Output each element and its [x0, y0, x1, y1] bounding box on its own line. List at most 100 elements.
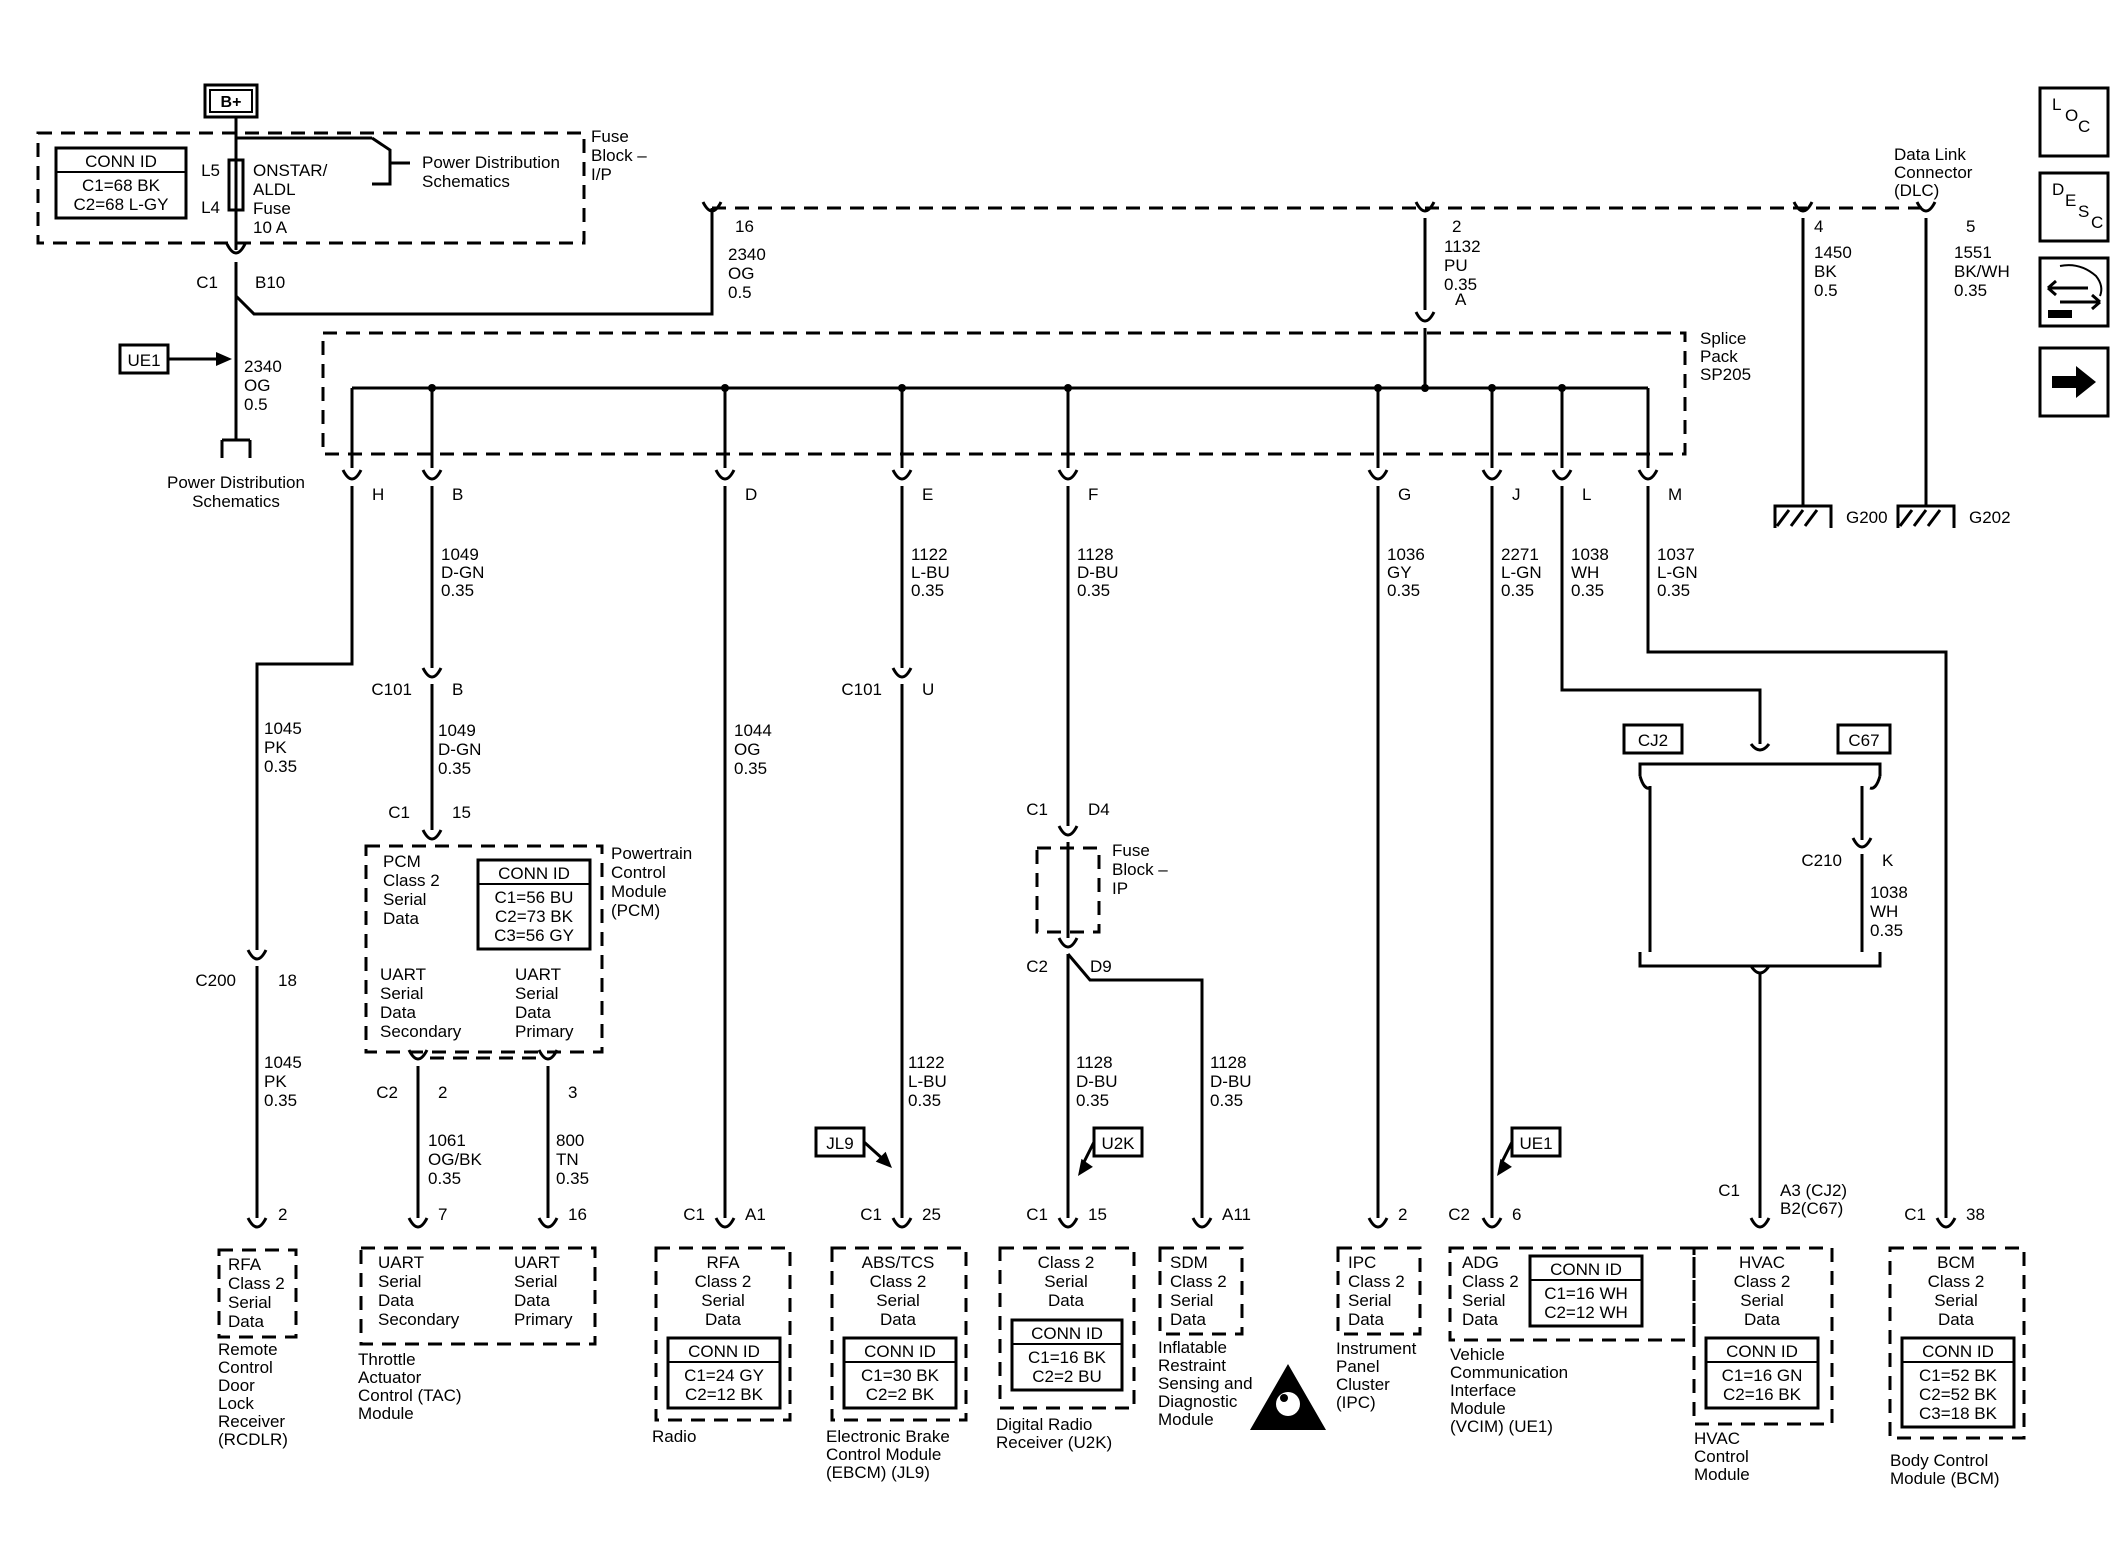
bcm-name-line: Module (BCM) [1890, 1469, 2000, 1488]
fuse-label-line: ONSTAR/ [253, 161, 328, 180]
wire-label-F-line: 0.35 [1077, 581, 1110, 600]
option-tag-jl9: JL9 [826, 1134, 853, 1153]
fuse-block-conn-table [54, 146, 188, 220]
splice-pin-label-E: E [922, 485, 933, 504]
bcm-conn-table-title: CONN ID [1922, 1342, 1994, 1361]
wire-1061-label-line: 0.35 [428, 1169, 461, 1188]
wire-label-E-line: 1122 [911, 545, 948, 564]
hvac-box-text-line: Serial [1740, 1291, 1783, 1310]
pcm-name-line: Module [611, 882, 667, 901]
radio-box-text-line: Serial [701, 1291, 744, 1310]
troubleshooting-icon[interactable] [2038, 256, 2110, 328]
wire-1450-label-line: BK [1814, 262, 1837, 281]
loc-icon-letter: C [2078, 117, 2090, 136]
wire-1037 [1646, 486, 1948, 1218]
ebcm-conn-table-title: CONN ID [864, 1342, 936, 1361]
radio-conn-table [666, 1336, 782, 1410]
wire-label-J-line: 2271 [1501, 545, 1539, 564]
wire-label-F-line: D-BU [1077, 563, 1119, 582]
ebcm-conn-table-entry-line: C1=30 BK [861, 1366, 940, 1385]
wire-1045-label-upper-line: 0.35 [264, 757, 297, 776]
u2k-arrow-line [1082, 1141, 1096, 1163]
wire-1132-label-line: 1132 [1444, 237, 1481, 256]
ebcm-box-text-line: ABS/TCS [862, 1253, 935, 1272]
wire-2340-to-pin16 [234, 208, 714, 316]
wire-1044-label-line: OG [734, 740, 760, 759]
option-tag-ue1-top: UE1 [127, 351, 160, 370]
tac-primary-text-line: Serial [514, 1272, 557, 1291]
vcim-terminal [1481, 1217, 1503, 1229]
c101-b-label: C101 [371, 680, 412, 699]
wire-800-label-line: 800 [556, 1131, 584, 1150]
wire-1122-label-lower-line: 0.35 [908, 1091, 941, 1110]
splice-terminal-F [1057, 469, 1079, 481]
option-tag-cj2-box [1622, 723, 1684, 755]
wire-2340-label-top-line: 0.5 [728, 283, 752, 302]
ebcm-box-text-line: Class 2 [870, 1272, 927, 1291]
dlc-name-line: Connector [1894, 163, 1973, 182]
rcdlr-name-line: Lock [218, 1394, 254, 1413]
option-tag-c67-box [1836, 723, 1892, 755]
splice-terminal-D [714, 469, 736, 481]
pcm-c2-pin2-terminal [407, 1049, 429, 1061]
wire-label-J-line: L-GN [1501, 563, 1542, 582]
wire-1038-label-lower-line: 1038 [1870, 883, 1908, 902]
splice-terminal-L [1551, 469, 1573, 481]
sdm-box-text-line: SDM [1170, 1253, 1208, 1272]
wire-label-B-line: 1049 [441, 545, 479, 564]
drr-terminal [1057, 1217, 1079, 1229]
fuse-label-line: Fuse [253, 199, 291, 218]
wire-1049-label-lower-line: 1049 [438, 721, 476, 740]
splice-node [1421, 384, 1429, 392]
wire-label-M-line: L-GN [1657, 563, 1698, 582]
sdm-name-line: Sensing and [1158, 1374, 1253, 1393]
wire-label-B-line: 0.35 [441, 581, 474, 600]
next-arrow-icon[interactable] [2038, 346, 2110, 418]
option-tag-cj2: CJ2 [1638, 731, 1668, 750]
drr-fuse-block-name-line: IP [1112, 879, 1128, 898]
radio-box-text-line: Data [705, 1310, 741, 1329]
drr-conn-table-title: CONN ID [1031, 1324, 1103, 1343]
ground-g200-bar [1773, 504, 1833, 528]
splice-pin-label-H: H [372, 485, 384, 504]
ground-g200-hatch [1775, 509, 1791, 527]
tac-pin7-label: 7 [438, 1205, 447, 1224]
radio-conn-table-entry-line: C2=12 BK [685, 1385, 764, 1404]
pin16-terminal [701, 201, 723, 213]
loc-icon[interactable]: LOC [2038, 86, 2110, 158]
desc-icon-letter: E [2065, 191, 2076, 210]
splice-pin-label-G: G [1398, 485, 1411, 504]
loc-icon-letter: O [2065, 106, 2078, 125]
wire-label-G-line: 0.35 [1387, 581, 1420, 600]
wire-1128-label-drr-line: D-BU [1076, 1072, 1118, 1091]
bcm-conn-table-entry-line: C1=52 BK [1919, 1366, 1998, 1385]
desc-icon-letter: S [2078, 202, 2089, 221]
dlc-name-line: Data Link [1894, 145, 1966, 164]
radio-terminal [714, 1217, 736, 1229]
pcm-name-line: Control [611, 863, 666, 882]
drr-pin-label: 15 [1088, 1205, 1107, 1224]
tac-primary-text-line: UART [514, 1253, 560, 1272]
vcim-box-text-line: Class 2 [1462, 1272, 1519, 1291]
sdm-module-box [1158, 1246, 1244, 1336]
wire-1045-label-lower-line: 1045 [264, 1053, 302, 1072]
dlc-pin5-terminal [1915, 201, 1937, 213]
u2k-arrow [1078, 1158, 1093, 1176]
airbag-warning-icon [1250, 1364, 1326, 1430]
fuse-block-name-line: Block – [591, 146, 647, 165]
wire-1551-label-line: 1551 [1954, 243, 1992, 262]
fuse-block-conn-table-entry-line: C2=68 L-GY [74, 195, 169, 214]
drr-c2-terminal [1057, 937, 1079, 949]
wire-label-E-line: 0.35 [911, 581, 944, 600]
desc-icon-frame [2038, 171, 2110, 243]
hvac-split-bottom [1638, 952, 1882, 968]
ipc-name-line: Panel [1336, 1357, 1379, 1376]
double-arrow-glyph [2047, 279, 2101, 311]
tac-name-line: Module [358, 1404, 414, 1423]
tac-secondary-text-line: Secondary [378, 1310, 460, 1329]
bcm-pin-label: 38 [1966, 1205, 1985, 1224]
wire-2340-label-top-line: 2340 [728, 245, 766, 264]
